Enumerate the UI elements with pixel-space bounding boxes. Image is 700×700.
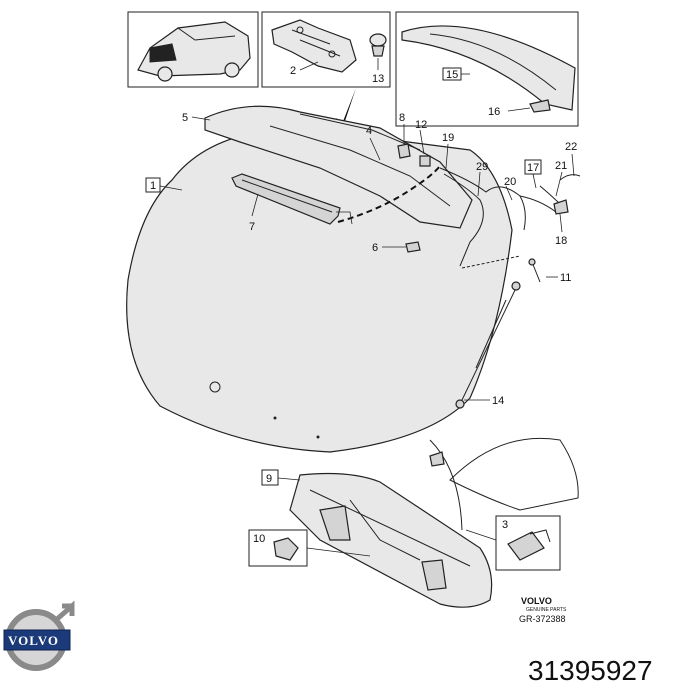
fasteners — [397, 143, 569, 283]
part-number: 31395927 — [528, 655, 653, 686]
lower-panel — [289, 472, 493, 608]
callout-17: 17 — [527, 162, 539, 174]
callout-9: 9 — [266, 473, 272, 485]
callout-4: 4 — [366, 125, 372, 137]
callout-2: 2 — [290, 65, 296, 77]
genuine-parts-mark: VOLVO GENUINE PARTS GR-372388 — [519, 596, 567, 624]
callout-6: 6 — [372, 242, 378, 254]
brand-word: VOLVO — [521, 596, 552, 606]
wire-route — [337, 165, 441, 223]
callout-20: 20 — [504, 176, 516, 188]
tailgate-glass — [126, 127, 513, 453]
callout-16: 16 — [488, 106, 500, 118]
callout-8: 8 — [399, 112, 405, 124]
callout-13: 13 — [372, 73, 384, 85]
volvo-logo: VOLVO — [3, 600, 75, 671]
inset-bulb: 3 — [465, 515, 561, 571]
inset-clip: 10 — [248, 529, 371, 567]
inset-car-view — [127, 11, 259, 88]
drawing-id: GR-372388 — [519, 614, 566, 624]
callout-5: 5 — [182, 112, 188, 124]
brake-light — [231, 173, 341, 225]
callouts: 1 5 4 8 12 19 29 20 17 21 22 18 — [145, 112, 577, 486]
callout-1: 1 — [150, 180, 156, 192]
inset-spoiler: 15 16 — [395, 11, 579, 127]
callout-18: 18 — [555, 235, 567, 247]
brand-sub: GENUINE PARTS — [526, 607, 567, 613]
inset-hinge: 2 13 — [261, 11, 391, 88]
callout-12: 12 — [415, 119, 427, 131]
gas-strut — [455, 281, 521, 409]
body-outline — [429, 437, 579, 531]
callout-29: 29 — [476, 161, 488, 173]
callout-11: 11 — [560, 272, 571, 284]
callout-3: 3 — [502, 519, 508, 531]
callout-19: 19 — [442, 132, 454, 144]
callout-7: 7 — [249, 221, 255, 233]
callout-15: 15 — [446, 69, 458, 81]
callout-21: 21 — [555, 160, 567, 172]
callout-22: 22 — [565, 141, 577, 153]
callout-14: 14 — [492, 395, 504, 407]
logo-word: VOLVO — [8, 633, 59, 648]
callout-10: 10 — [253, 533, 265, 545]
